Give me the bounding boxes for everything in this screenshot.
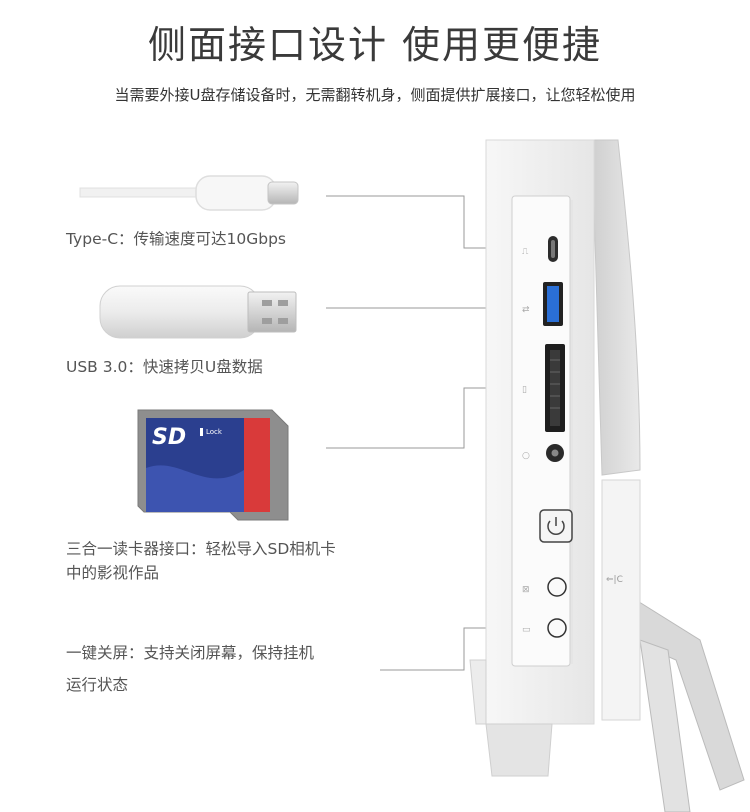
type-c-port <box>548 236 558 262</box>
sd-logo: SD <box>152 425 186 450</box>
usb-flash-drive-icon <box>99 285 297 339</box>
sd-lock-text: Lock <box>206 428 223 436</box>
card-reader-label-line2: 中的影视作品 <box>66 564 160 582</box>
type-c-cable-icon <box>79 175 299 211</box>
monitor-back <box>591 139 641 476</box>
monitor-stand-arm: ⇐|C <box>601 479 745 812</box>
page-title: 侧面接口设计 使用更便捷 <box>147 23 603 67</box>
screen-off-button[interactable] <box>547 618 567 638</box>
svg-text:⇐|C: ⇐|C <box>606 575 623 585</box>
type-c-symbol-icon: ⎍ <box>522 247 529 257</box>
card-reader-label-line1: 三合一读卡器接口：轻松导入SD相机卡 <box>66 540 336 558</box>
screen-off-label-line2: 运行状态 <box>66 676 129 694</box>
menu-symbol-icon: ⊠ <box>522 585 530 595</box>
screen-off-label-line1: 一键关屏：支持关闭屏幕，保持挂机 <box>66 644 315 662</box>
usb-3-port <box>543 282 563 326</box>
type-c-label: Type-C：传输速度可达10Gbps <box>66 230 287 248</box>
headphone-jack <box>546 444 564 462</box>
headphone-symbol-icon: ○ <box>522 451 530 461</box>
screen-symbol-icon: ▭ <box>522 625 531 635</box>
card-reader-slot <box>545 344 565 432</box>
usb-symbol-icon: ⇄ <box>522 305 530 315</box>
monitor-side-panel <box>469 139 595 777</box>
power-button[interactable] <box>539 509 573 543</box>
sd-card-icon: SD Lock <box>137 409 289 521</box>
page-subtitle: 当需要外接U盘存储设备时，无需翻转机身，侧面提供扩展接口，让您轻松使用 <box>114 86 636 104</box>
usb-label: USB 3.0：快速拷贝U盘数据 <box>66 358 263 376</box>
menu-button[interactable] <box>547 577 567 597</box>
card-symbol-icon: ▯ <box>522 385 527 395</box>
